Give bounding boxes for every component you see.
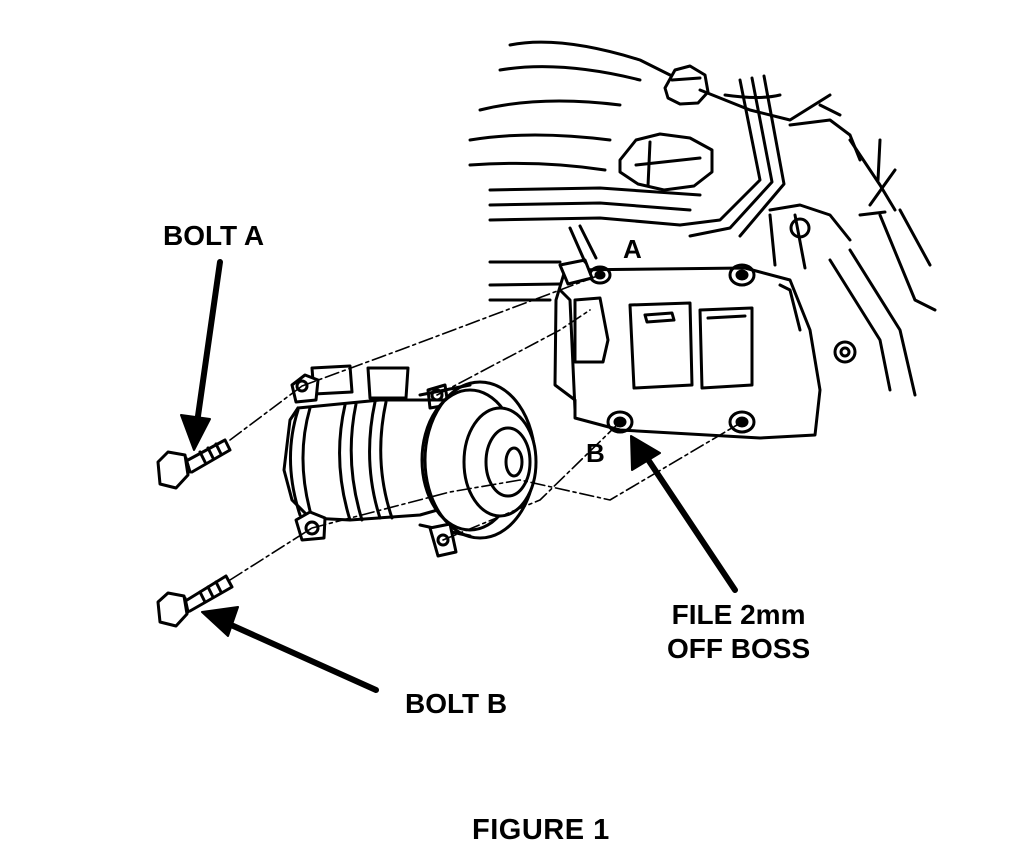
boss-b (606, 410, 634, 434)
bolt-b-icon (156, 574, 234, 628)
arrow-bolt-b-icon (201, 606, 379, 693)
fan-pulley-icon (828, 138, 937, 397)
file-boss-note-line1: FILE 2mm (671, 599, 806, 630)
bolt-a-icon (156, 438, 232, 490)
mounting-bracket (553, 213, 857, 440)
file-boss-note-line2: OFF BOSS (667, 633, 811, 664)
oil-cap-icon (663, 64, 710, 106)
upper-right-boss (728, 263, 756, 287)
point-a-label: A (623, 234, 642, 264)
lower-right-boss (728, 410, 756, 434)
arrow-bolt-a-icon (180, 259, 223, 451)
engine-block (468, 40, 937, 440)
compressor (282, 364, 538, 558)
breather-knob-icon (618, 132, 714, 192)
bolt-b-label: BOLT B (405, 688, 508, 719)
arrow-file-boss-icon (630, 435, 738, 593)
bolt-a-label: BOLT A (163, 220, 265, 251)
file-boss-note: FILE 2mm OFF BOSS (667, 598, 810, 666)
point-b-label: B (586, 438, 605, 468)
alignment-lines (229, 274, 743, 581)
figure-caption: FIGURE 1 (472, 814, 610, 846)
